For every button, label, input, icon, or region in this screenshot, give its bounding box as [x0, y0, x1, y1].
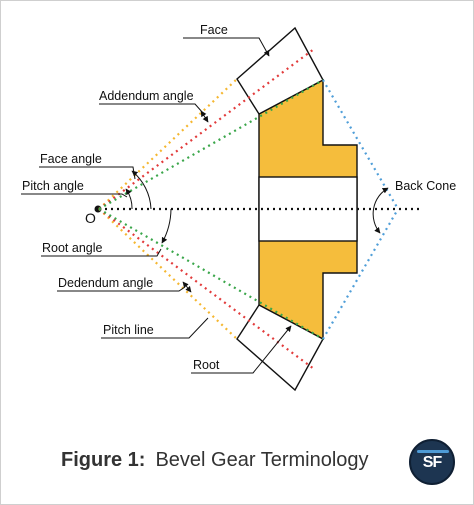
dedendum-angle-leader: [57, 286, 186, 292]
sf-logo: SF: [409, 439, 455, 485]
root-leader: [191, 325, 292, 374]
face-cone-line-lower: [98, 208, 238, 340]
figure-title: Bevel Gear Terminology: [155, 449, 369, 471]
addendum-angle-arc: [200, 110, 209, 123]
face-angle-arc: [131, 170, 152, 210]
label-root: Root: [193, 358, 220, 372]
back-cone-line-lower: [322, 208, 399, 340]
label-root-angle: Root angle: [42, 241, 103, 255]
addendum-angle-leader: [99, 103, 204, 114]
dedendum-angle-arc: [182, 281, 192, 293]
pitch-angle-arc: [125, 188, 133, 210]
root-cone-line-upper: [98, 79, 324, 210]
face-angle-leader: [39, 166, 136, 180]
label-face-angle: Face angle: [40, 152, 102, 166]
root-angle-leader: [41, 248, 162, 257]
label-face: Face: [200, 23, 228, 37]
label-origin: O: [85, 210, 96, 226]
logo-book-stripe: [417, 450, 449, 453]
pitch-cone-line-upper: [98, 48, 315, 210]
pitch-angle-leader: [21, 193, 128, 198]
figure-number: Figure 1:: [61, 449, 146, 471]
face-leader: [183, 37, 270, 57]
root-cone-line-lower: [98, 208, 324, 340]
face-cone-line-upper: [98, 78, 238, 210]
label-addendum-angle: Addendum angle: [99, 89, 194, 103]
figure-caption: Figure 1: Bevel Gear Terminology: [61, 449, 401, 472]
label-pitch-angle: Pitch angle: [22, 179, 84, 193]
pitch-line-leader: [101, 317, 209, 339]
back-cone-angle-arc: [372, 187, 389, 234]
logo-text: SF: [422, 454, 442, 471]
label-back-cone: Back Cone: [395, 179, 456, 193]
label-pitch-line: Pitch line: [103, 323, 154, 337]
label-dedendum-angle: Dedendum angle: [58, 276, 153, 290]
back-cone-line-upper: [322, 79, 399, 210]
root-angle-arc: [161, 208, 172, 244]
bevel-gear-diagram: Face Addendum angle Face angle Pitch ang…: [21, 23, 456, 392]
